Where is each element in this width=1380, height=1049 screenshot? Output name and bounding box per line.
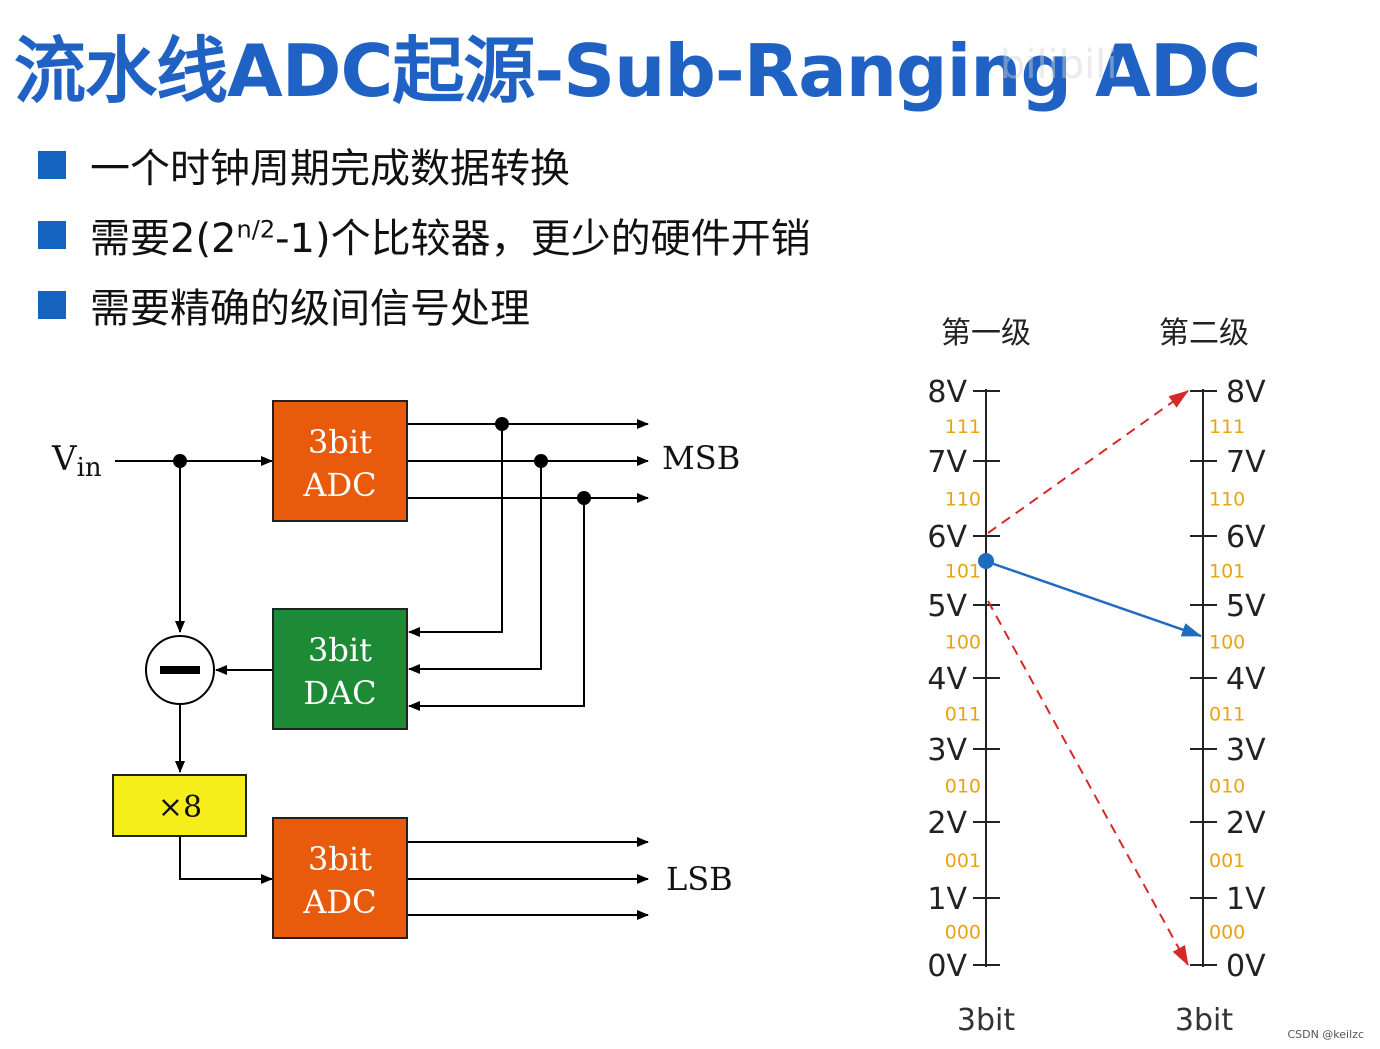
junction-dot — [577, 491, 591, 505]
stage2-code-label: 101 — [1209, 561, 1245, 583]
stage2-label: 第二级 — [1159, 316, 1249, 351]
stage1-code-label: 000 — [945, 922, 981, 944]
bullet-square-icon — [38, 291, 66, 319]
bullet-square-icon — [38, 151, 66, 179]
junction-dots — [173, 417, 591, 505]
stage1-code-label: 110 — [945, 489, 981, 511]
dac-block — [272, 608, 408, 730]
dac-label-line1: 3bit — [308, 631, 372, 669]
vin-label-sub: in — [77, 453, 102, 483]
stage2-voltage-label: 7V — [1226, 445, 1266, 480]
junction-dot — [495, 417, 509, 431]
lsb-label: LSB — [666, 860, 733, 898]
stage2-code-label: 111 — [1209, 416, 1245, 438]
feedback-wire-3 — [408, 498, 585, 711]
bullet-text-pre: 需要2(2 — [90, 216, 237, 262]
stage2-code-label: 011 — [1209, 704, 1245, 726]
bullet-item: 需要精确的级间信号处理 — [38, 270, 811, 340]
adc1-block — [272, 400, 408, 522]
gain-block — [112, 774, 247, 837]
stage1-code-label: 111 — [945, 416, 981, 438]
stage1-code-label: 010 — [945, 776, 981, 798]
block-diagram — [115, 419, 649, 920]
adc1-label-line2: ADC — [302, 466, 376, 504]
adc1-label-line1: 3bit — [308, 423, 372, 461]
stage1-voltage-label: 7V — [927, 445, 967, 480]
stage1-label: 第一级 — [941, 316, 1031, 351]
sample-point-dot — [978, 553, 994, 569]
stage2-code-label: 001 — [1209, 850, 1245, 872]
stage2-voltage-label: 5V — [1226, 589, 1266, 624]
bullet-item: 一个时钟周期完成数据转换 — [38, 130, 811, 200]
stage2-voltage-label: 8V — [1226, 375, 1266, 410]
dashed-red-arrow-up — [987, 390, 1189, 534]
blue-mapping-arrow — [987, 560, 1202, 638]
stage1-voltage-label: 1V — [927, 882, 967, 917]
stage1-voltage-label: 2V — [927, 806, 967, 841]
stage1-code-label: 100 — [945, 632, 981, 654]
stage1-code-label: 001 — [945, 850, 981, 872]
stage2-voltage-label: 4V — [1226, 662, 1266, 697]
junction-dot — [534, 454, 548, 468]
stage1-bits-label: 3bit — [957, 1003, 1015, 1038]
watermark: bilibili — [1000, 42, 1118, 88]
stage2-voltage-label: 6V — [1226, 520, 1266, 555]
stage2-code-label: 000 — [1209, 922, 1245, 944]
stage2-voltage-label: 0V — [1226, 949, 1266, 984]
stage1-code-label: 011 — [945, 704, 981, 726]
bullet-item: 需要2(2n/2-1)个比较器，更少的硬件开销 — [38, 200, 811, 270]
footer-credit: CSDN @keilzc — [1287, 1028, 1364, 1041]
stage1-code-label: 101 — [945, 561, 981, 583]
stage2-bits-label: 3bit — [1175, 1003, 1233, 1038]
bullet-text: 需要2(2n/2-1)个比较器，更少的硬件开销 — [90, 206, 811, 264]
adc2-label-line2: ADC — [302, 883, 376, 921]
vin-label: Vin — [51, 439, 102, 483]
adc2-label-line1: 3bit — [308, 840, 372, 878]
bullet-text: 一个时钟周期完成数据转换 — [90, 146, 570, 192]
feedback-wire-2 — [408, 461, 542, 674]
scale-ticks: 8V 8V 7V 7V 6V 6V 5V 5V 4V 4V 3V 3V 2V 2V 1V 1V 0V 0V 111 1… — [927, 375, 1266, 984]
stage1-voltage-label: 3V — [927, 733, 967, 768]
stage1-voltage-label: 0V — [927, 949, 967, 984]
stage1-voltage-label: 5V — [927, 589, 967, 624]
msb-label: MSB — [662, 439, 740, 477]
bullet-square-icon — [38, 221, 66, 249]
feedback-wire-1 — [408, 424, 503, 637]
bullet-list: 一个时钟周期完成数据转换 需要2(2n/2-1)个比较器，更少的硬件开销 需要精… — [38, 130, 811, 340]
stage2-code-label: 010 — [1209, 776, 1245, 798]
stage2-voltage-label: 2V — [1226, 806, 1266, 841]
bullet-text-post: -1)个比较器，更少的硬件开销 — [275, 216, 811, 262]
dac-label-line2: DAC — [303, 674, 376, 712]
gain-label: ×8 — [158, 790, 202, 825]
stage1-voltage-label: 4V — [927, 662, 967, 697]
stage2-voltage-label: 3V — [1226, 733, 1266, 768]
adc2-block — [272, 817, 408, 939]
bullet-text: 需要精确的级间信号处理 — [90, 286, 530, 332]
gain-to-adc2-wire — [179, 837, 273, 884]
slide-title: 流水线ADC起源-Sub-Ranging ADC — [14, 29, 1261, 113]
stage2-code-label: 110 — [1209, 489, 1245, 511]
stage2-code-label: 100 — [1209, 632, 1245, 654]
minus-icon — [160, 666, 200, 674]
bullet-text-sup: n/2 — [236, 215, 276, 244]
dashed-red-arrow-down — [987, 600, 1189, 966]
vin-label-main: V — [51, 439, 78, 479]
junction-dot — [173, 454, 187, 468]
stage1-voltage-label: 6V — [927, 520, 967, 555]
stage1-voltage-label: 8V — [927, 375, 967, 410]
stage2-voltage-label: 1V — [1226, 882, 1266, 917]
